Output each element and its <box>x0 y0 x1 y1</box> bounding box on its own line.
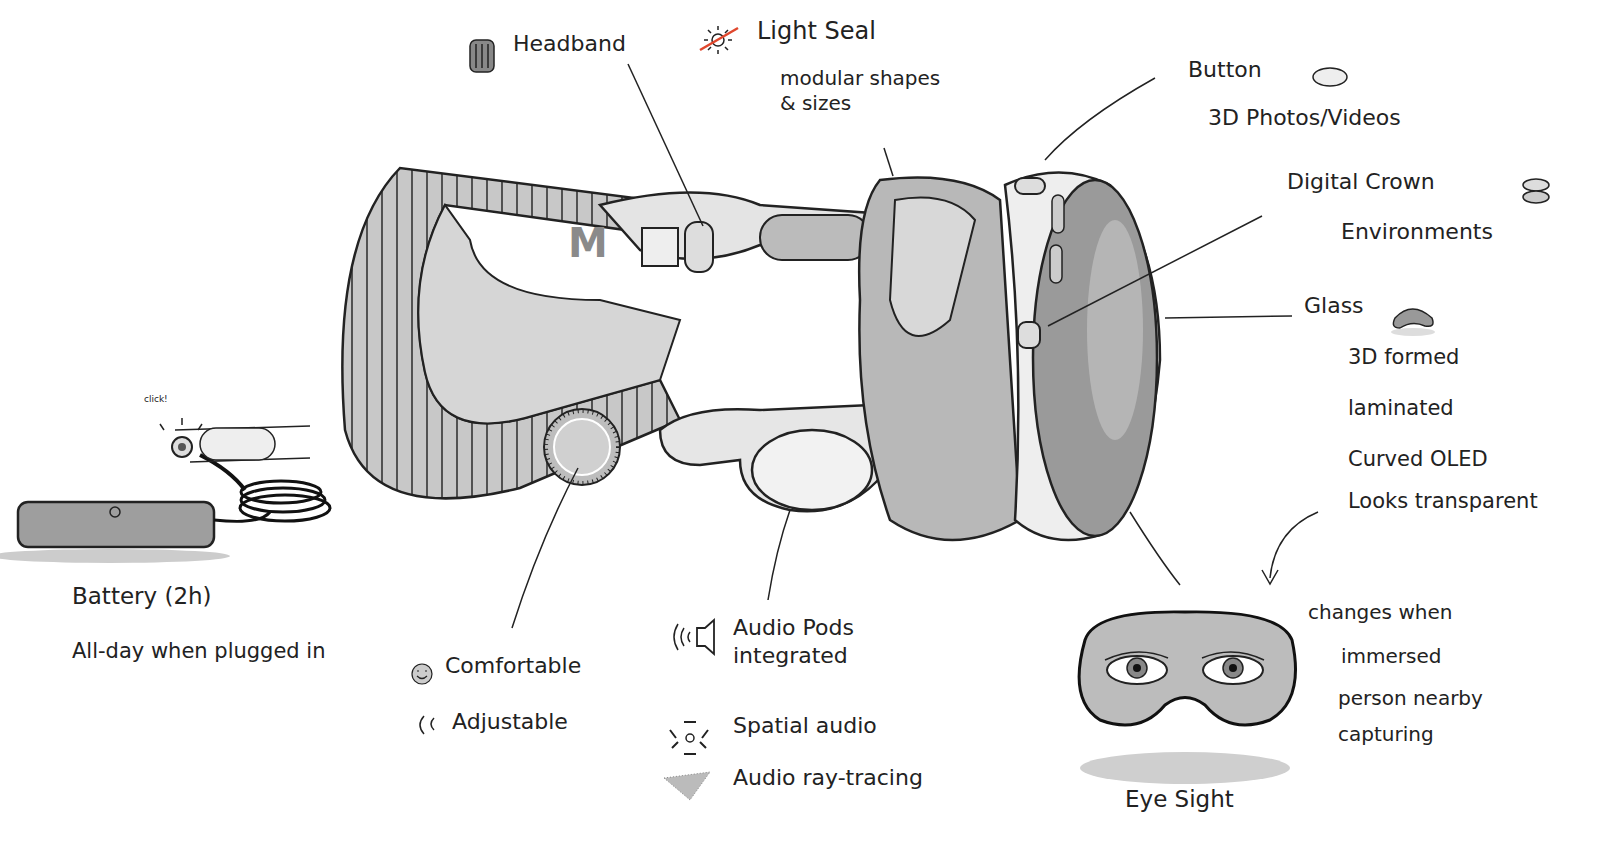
note: All-day when plugged in <box>72 638 326 664</box>
feature: Spatial audio <box>733 712 877 740</box>
note: person nearby <box>1338 686 1483 711</box>
feature: Audio ray-tracing <box>733 764 923 792</box>
part-name: Battery (2h) <box>72 582 212 611</box>
part-name: Glass <box>1304 292 1364 320</box>
feature: Adjustable <box>452 708 568 736</box>
note: changes when <box>1308 600 1452 625</box>
note: Curved OLED <box>1348 446 1488 472</box>
note: laminated <box>1348 395 1454 421</box>
part-name: Eye Sight <box>1125 785 1234 814</box>
note: Environments <box>1341 218 1493 246</box>
part-name: Audio Pods integrated <box>733 614 893 669</box>
note: immersed <box>1341 644 1441 669</box>
part-name: Headband <box>513 30 626 58</box>
part-name: Digital Crown <box>1287 168 1435 196</box>
part-name: Button <box>1188 56 1262 84</box>
sound-note: click! <box>144 394 168 405</box>
size-mark: M <box>568 218 608 268</box>
note: 3D Photos/Videos <box>1208 104 1401 132</box>
part-name: Light Seal <box>757 16 876 46</box>
note: Looks transparent <box>1348 488 1538 514</box>
note: 3D formed <box>1348 344 1459 370</box>
note: capturing <box>1338 722 1434 747</box>
feature: Comfortable <box>445 652 581 680</box>
note: modular shapes & sizes <box>780 66 945 116</box>
